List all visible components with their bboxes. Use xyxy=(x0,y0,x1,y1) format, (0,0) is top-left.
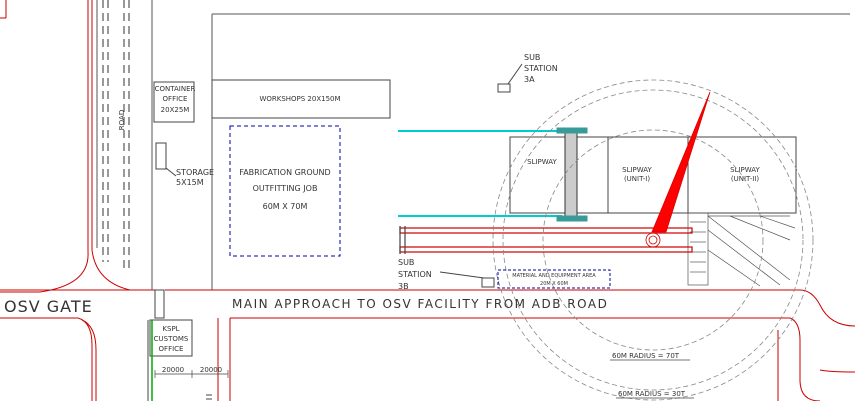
osv-gate-label: OSV GATE xyxy=(4,297,93,316)
radius-inner-label: 60M RADIUS = 70T xyxy=(612,352,680,360)
road-label: ROAD xyxy=(118,110,126,130)
workshops-box xyxy=(211,79,391,119)
material-area: MATERIAL AND EQUIPMENT AREA 20M X 60M xyxy=(497,269,611,289)
fabrication-line1: FABRICATION GROUND xyxy=(239,168,330,177)
road-edge xyxy=(0,251,89,293)
kspl-line3: OFFICE xyxy=(159,345,184,353)
road-centerlines xyxy=(102,0,130,272)
kspl-customs-office: KSPL CUSTOMS OFFICE xyxy=(147,319,193,401)
crane-pivot-outer xyxy=(645,232,661,248)
fabrication-ground: FABRICATION GROUND OUTFITTING JOB 60M X … xyxy=(229,125,341,257)
material-area-boundary xyxy=(497,269,611,289)
radius-circle-mid xyxy=(502,89,804,391)
road-edge xyxy=(819,369,855,373)
sub-station-3a-box xyxy=(497,83,511,93)
container-office-line1: CONTAINER xyxy=(155,85,196,93)
slipway-label: SLIPWAY xyxy=(527,158,557,166)
sub-station-3a-line1: SUB xyxy=(524,53,540,62)
sub-station-3a: SUB STATION 3A xyxy=(497,53,558,93)
sub-station-3b: SUB STATION 3B xyxy=(398,258,495,291)
crane-rail-bottom xyxy=(399,246,693,253)
workshops: WORKSHOPS 20X150M xyxy=(211,79,391,119)
road-edge xyxy=(81,319,97,401)
crane-radius-circles xyxy=(492,79,814,401)
ramp-area xyxy=(687,212,796,287)
gantry-cap-top xyxy=(556,127,588,134)
material-area-line2: 20M X 60M xyxy=(540,281,568,287)
road-edge xyxy=(789,317,821,401)
sub-station-3b-leader xyxy=(439,271,485,279)
sub-station-3a-leader xyxy=(507,63,523,85)
road-edge xyxy=(91,249,160,291)
storage: STORAGE 5X15M xyxy=(155,142,214,187)
road-solid-lines xyxy=(96,0,850,290)
crane-pivot-inner xyxy=(648,235,658,245)
kspl-office-box xyxy=(149,319,193,357)
storage-leader xyxy=(165,167,177,177)
sub-station-3b-box xyxy=(481,277,495,288)
kspl-line1: KSPL xyxy=(162,325,179,333)
ramp-box xyxy=(687,212,709,286)
radius-outer-label: 60M RADIUS = 30T xyxy=(618,390,686,398)
crane-rails xyxy=(399,226,693,254)
storage-line2: 5X15M xyxy=(176,178,204,187)
sub-station-3a-line3: 3A xyxy=(524,75,535,84)
fabrication-line3: 60M X 70M xyxy=(263,202,308,211)
road-edge xyxy=(799,289,855,327)
road-edge xyxy=(77,317,93,401)
crane-boom xyxy=(651,91,711,233)
slipway-unit1-line1: SLIPWAY xyxy=(622,166,652,174)
container-office: CONTAINER OFFICE 20X25M xyxy=(153,81,196,123)
fabrication-line2: OUTFITTING JOB xyxy=(253,184,318,193)
slipway-unit1-line2: (UNIT-I) xyxy=(624,175,650,183)
kspl-line2: CUSTOMS xyxy=(154,335,189,343)
fabrication-boundary xyxy=(229,125,341,257)
sub-station-3b-line3: 3B xyxy=(398,282,409,291)
dimension-2: 20000 xyxy=(200,366,222,374)
crane-rail-top xyxy=(399,227,693,234)
slipway-building xyxy=(509,127,797,222)
container-office-line2: OFFICE xyxy=(163,95,188,103)
sub-station-3b-line1: SUB xyxy=(398,258,414,267)
workshops-label: WORKSHOPS 20X150M xyxy=(259,95,340,103)
sub-station-3a-line2: STATION xyxy=(524,64,558,73)
cyan-rails xyxy=(398,130,562,217)
radius-circle-inner xyxy=(542,129,764,351)
slipway-outline xyxy=(509,136,797,214)
dimension-lines xyxy=(154,370,229,378)
gantry-column xyxy=(564,132,578,220)
slipway-unit2-line2: (UNIT-II) xyxy=(731,175,759,183)
ramp-hatch xyxy=(707,215,796,287)
storage-line1: STORAGE xyxy=(176,168,214,177)
sub-station-3b-line2: STATION xyxy=(398,270,432,279)
storage-box xyxy=(155,142,167,170)
crane-center xyxy=(645,232,661,248)
container-office-box xyxy=(153,81,195,123)
slipway-unit2-line1: SLIPWAY xyxy=(730,166,760,174)
main-approach-label: MAIN APPROACH TO OSV FACILITY FROM ADB R… xyxy=(232,297,608,311)
gantry-cap-bottom xyxy=(556,215,588,222)
radius-circle-outer xyxy=(492,79,814,401)
dimension-1: 20000 xyxy=(162,366,184,374)
gate-post xyxy=(154,289,165,319)
material-area-line1: MATERIAL AND EQUIPMENT AREA xyxy=(512,273,596,279)
container-office-line3: 20X25M xyxy=(161,106,190,114)
